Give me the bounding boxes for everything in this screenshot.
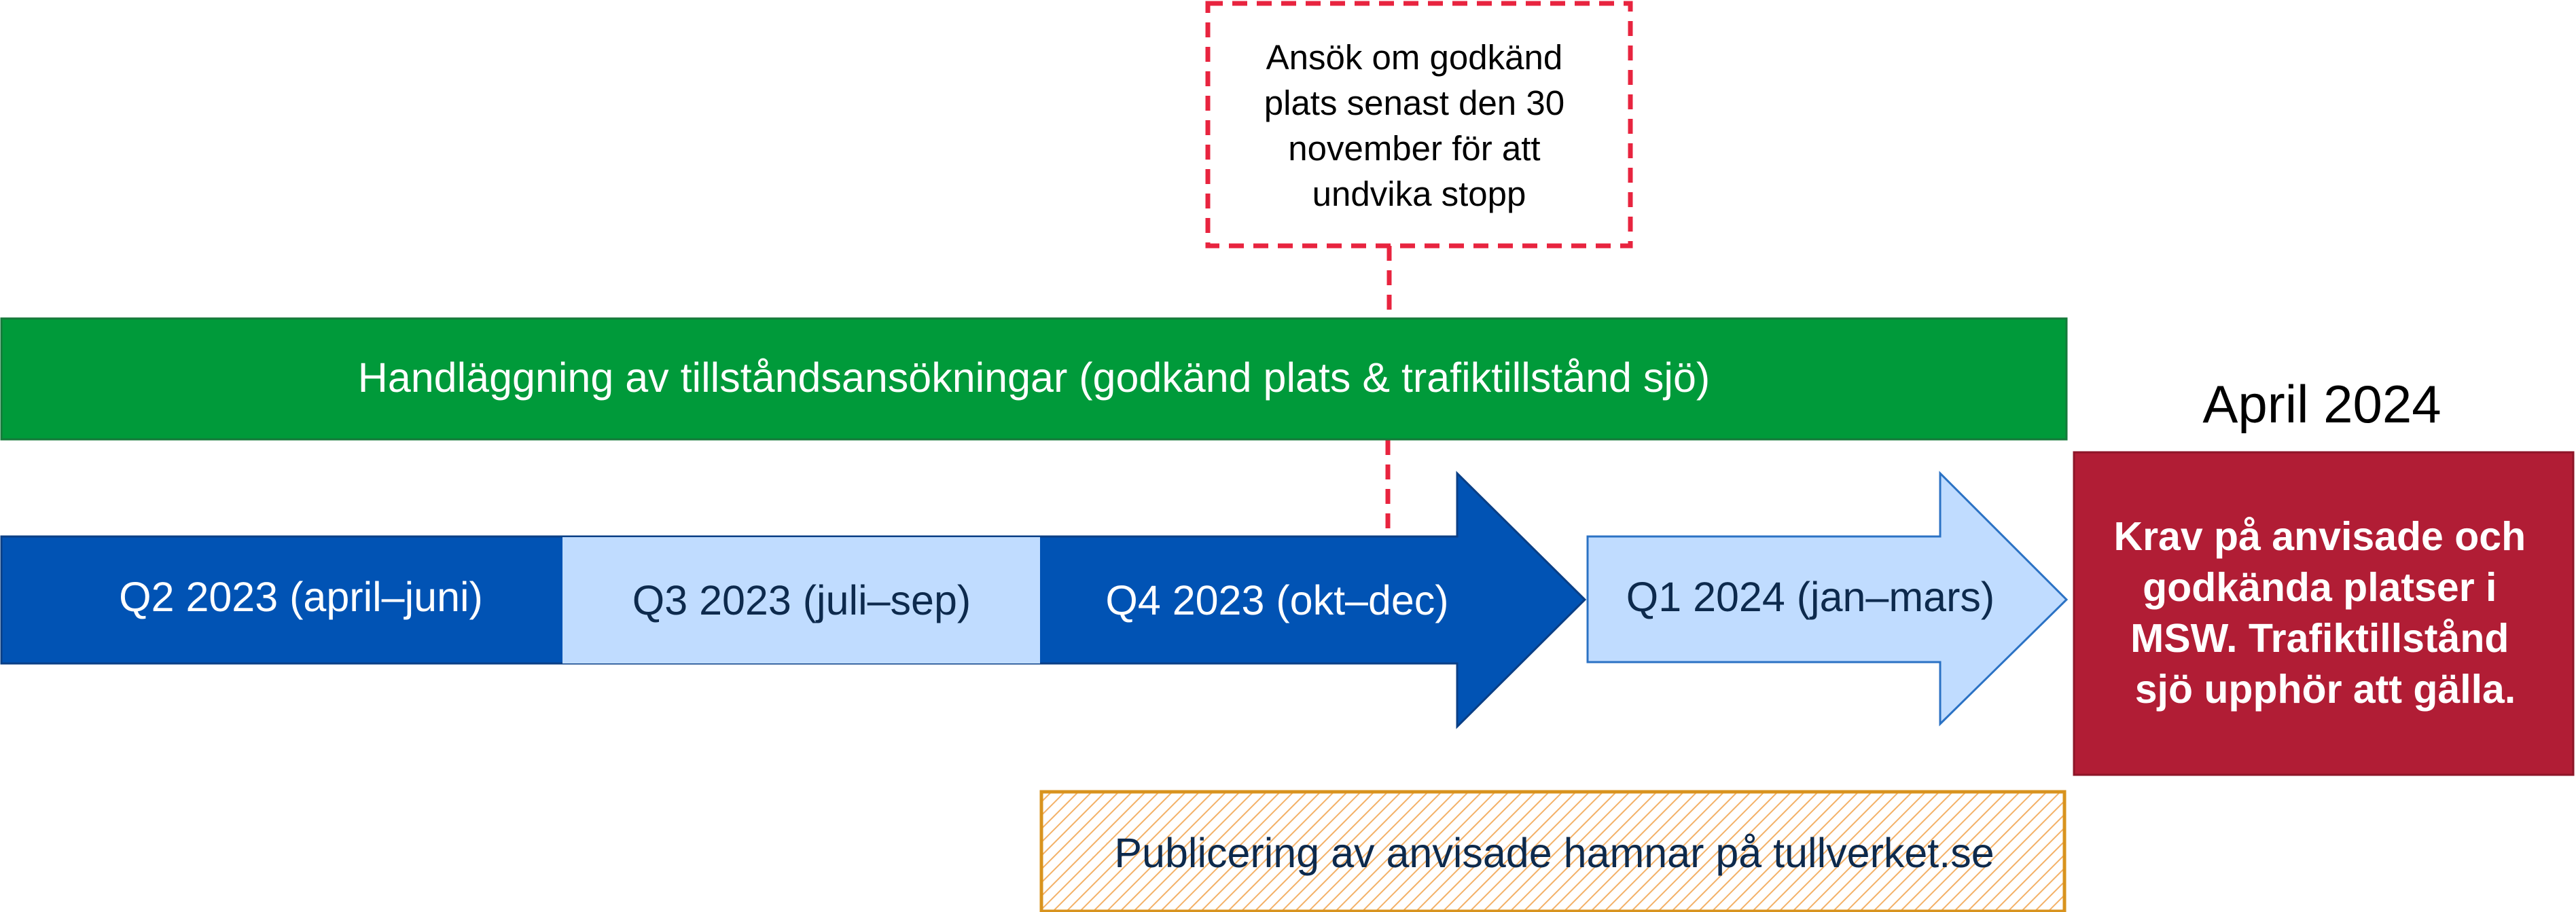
q2-label: Q2 2023 (april–juni) bbox=[119, 574, 483, 620]
processing-bar-label: Handläggning av tillståndsansökningar (g… bbox=[358, 354, 1710, 401]
milestone-line: godkända platser i bbox=[2143, 565, 2497, 610]
timeline-2024-arrow: Q1 2024 (jan–mars) bbox=[1586, 471, 2069, 727]
q1-label: Q1 2024 (jan–mars) bbox=[1626, 574, 1994, 620]
q4-label: Q4 2023 (okt–dec) bbox=[1105, 577, 1448, 623]
deadline-note-line: Ansök om godkänd bbox=[1266, 38, 1563, 77]
svg-text:Ansök om godkänd plats s: Ansök om godkänd plats senast den 30 nov… bbox=[1264, 38, 1575, 213]
deadline-note: Ansök om godkänd plats senast den 30 nov… bbox=[1205, 1, 1633, 249]
milestone-line: sjö upphör att gälla. bbox=[2135, 667, 2516, 712]
milestone-box: Krav på anvisade och godkända platser i … bbox=[2073, 451, 2575, 776]
milestone-date: April 2024 bbox=[2202, 374, 2441, 434]
publication-bar: Publicering av anvisade hamnar på tullve… bbox=[1039, 790, 2067, 912]
processing-bar: Handläggning av tillståndsansökningar (g… bbox=[0, 317, 2068, 441]
deadline-note-line: undvika stopp bbox=[1312, 175, 1526, 213]
publication-label: Publicering av anvisade hamnar på tullve… bbox=[1114, 830, 1994, 876]
timeline-2023-arrow bbox=[0, 471, 1587, 729]
deadline-note-line: november för att bbox=[1288, 129, 1540, 168]
svg-text:Krav på anvisade och god: Krav på anvisade och godkända platser i … bbox=[2113, 514, 2537, 712]
milestone-line: Krav på anvisade och bbox=[2113, 514, 2526, 559]
q3-label: Q3 2023 (juli–sep) bbox=[632, 577, 971, 623]
milestone-line: MSW. Trafiktillstånd bbox=[2130, 616, 2509, 661]
q3-segment bbox=[562, 537, 1040, 663]
deadline-note-line: plats senast den 30 bbox=[1264, 84, 1564, 122]
